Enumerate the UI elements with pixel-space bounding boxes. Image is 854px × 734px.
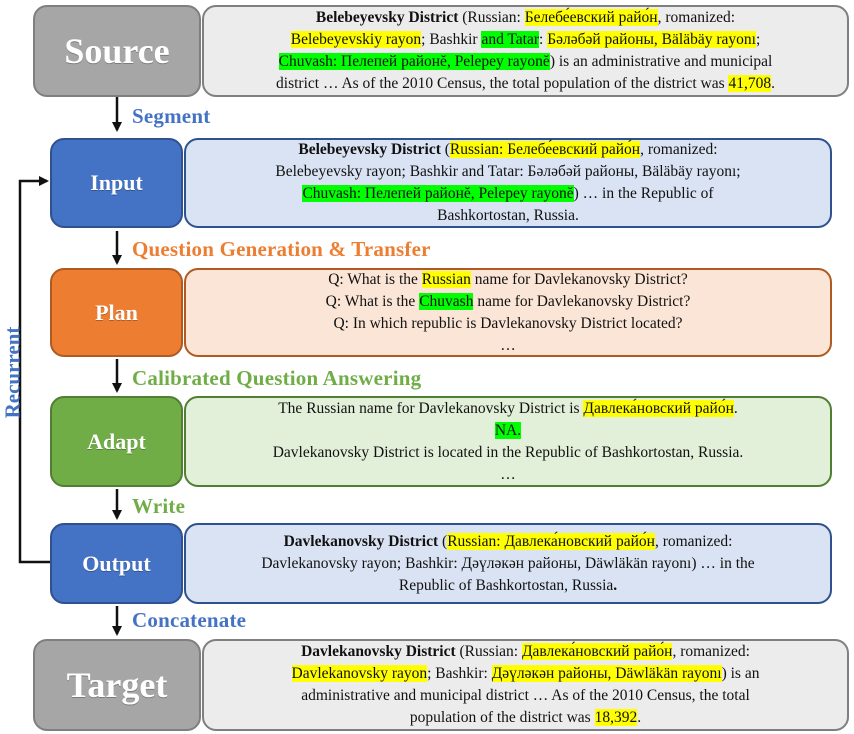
step-recurrent: Recurrent <box>0 326 25 419</box>
source-stage: Source <box>33 5 201 97</box>
output-title: Davlekanovsky District <box>283 532 439 550</box>
target-stage: Target <box>33 639 201 731</box>
plan-chuvash-highlight: Chuvash <box>419 292 474 310</box>
step-calibrated-qa: Calibrated Question Answering <box>132 366 422 390</box>
output-text: Davlekanovsky District (Russian: Давлека… <box>261 532 755 594</box>
input-title: Belebeyevsky District <box>298 141 441 158</box>
output-stage-label: Output <box>82 550 151 576</box>
adapt-text: The Russian name for Davlekanovsky Distr… <box>272 399 744 483</box>
adapt-stage: Adapt <box>50 396 183 487</box>
target-romanized: Davlekanovsky rayon <box>291 665 428 682</box>
input-chuvash-name: Chuvash: Пелепей районĕ, Pelepey rayonĕ <box>302 185 574 202</box>
source-text: Belebeyevsky District (Russian: Белебе́е… <box>276 9 775 92</box>
step-concatenate: Concatenate <box>132 608 247 632</box>
input-stage: Input <box>50 138 183 228</box>
plan-stage: Plan <box>50 268 183 357</box>
adapt-na-answer: NA. <box>494 421 522 439</box>
output-russian-name: Russian: Давлека́новский райо́н <box>447 532 655 550</box>
input-text: Belebeyevsky District (Russian: Белебе́е… <box>275 141 741 224</box>
plan-russian-highlight: Russian <box>421 270 471 288</box>
target-russian-name: Давлека́новский райо́н <box>521 643 673 660</box>
target-text-box: Davlekanovsky District (Russian: Давлека… <box>202 639 849 731</box>
output-text-box: Davlekanovsky District (Russian: Давлека… <box>184 523 832 604</box>
adapt-stage-label: Adapt <box>87 428 146 454</box>
source-romanized: Belebeyevskiy rayon <box>290 31 422 48</box>
source-title: Belebeyevsky District <box>315 9 459 26</box>
adapt-russian-answer: Давлека́новский райо́н <box>583 399 734 417</box>
step-question-generation: Question Generation & Transfer <box>132 237 431 261</box>
input-text-box: Belebeyevsky District (Russian: Белебе́е… <box>184 138 832 228</box>
input-stage-label: Input <box>90 170 143 195</box>
target-stage-label: Target <box>66 665 168 705</box>
input-russian-name: Russian: Белебе́евский райо́н <box>449 141 641 158</box>
step-write: Write <box>132 494 186 518</box>
target-title: Davlekanovsky District <box>301 643 456 660</box>
arrow-recurrent-loop <box>18 176 50 564</box>
target-population: 18,392 <box>594 709 638 726</box>
source-chuvash-name: Chuvash: Пелепей районĕ, Pelepey rayonĕ <box>278 53 550 70</box>
source-stage-label: Source <box>64 31 170 71</box>
adapt-text-box: The Russian name for Davlekanovsky Distr… <box>184 396 832 487</box>
step-segment: Segment <box>132 104 211 128</box>
source-russian-name: Белебе́евский райо́н <box>524 9 658 26</box>
source-population: 41,708 <box>728 75 772 92</box>
plan-text-box: Q: What is the Russian name for Davlekan… <box>184 268 832 357</box>
source-tatar: and Tatar <box>481 31 540 48</box>
source-bashkir-name: Бәләбәй районы, Bäläbäy rayonı <box>547 31 756 48</box>
target-bashkir-name: Дәүләкән районы, Däwläkän rayonı <box>491 665 722 682</box>
target-text: Davlekanovsky District (Russian: Давлека… <box>291 643 760 726</box>
plan-stage-label: Plan <box>95 299 138 325</box>
output-stage: Output <box>50 523 183 604</box>
plan-text: Q: What is the Russian name for Davlekan… <box>325 270 691 354</box>
source-text-box: Belebeyevsky District (Russian: Белебе́е… <box>202 5 849 97</box>
